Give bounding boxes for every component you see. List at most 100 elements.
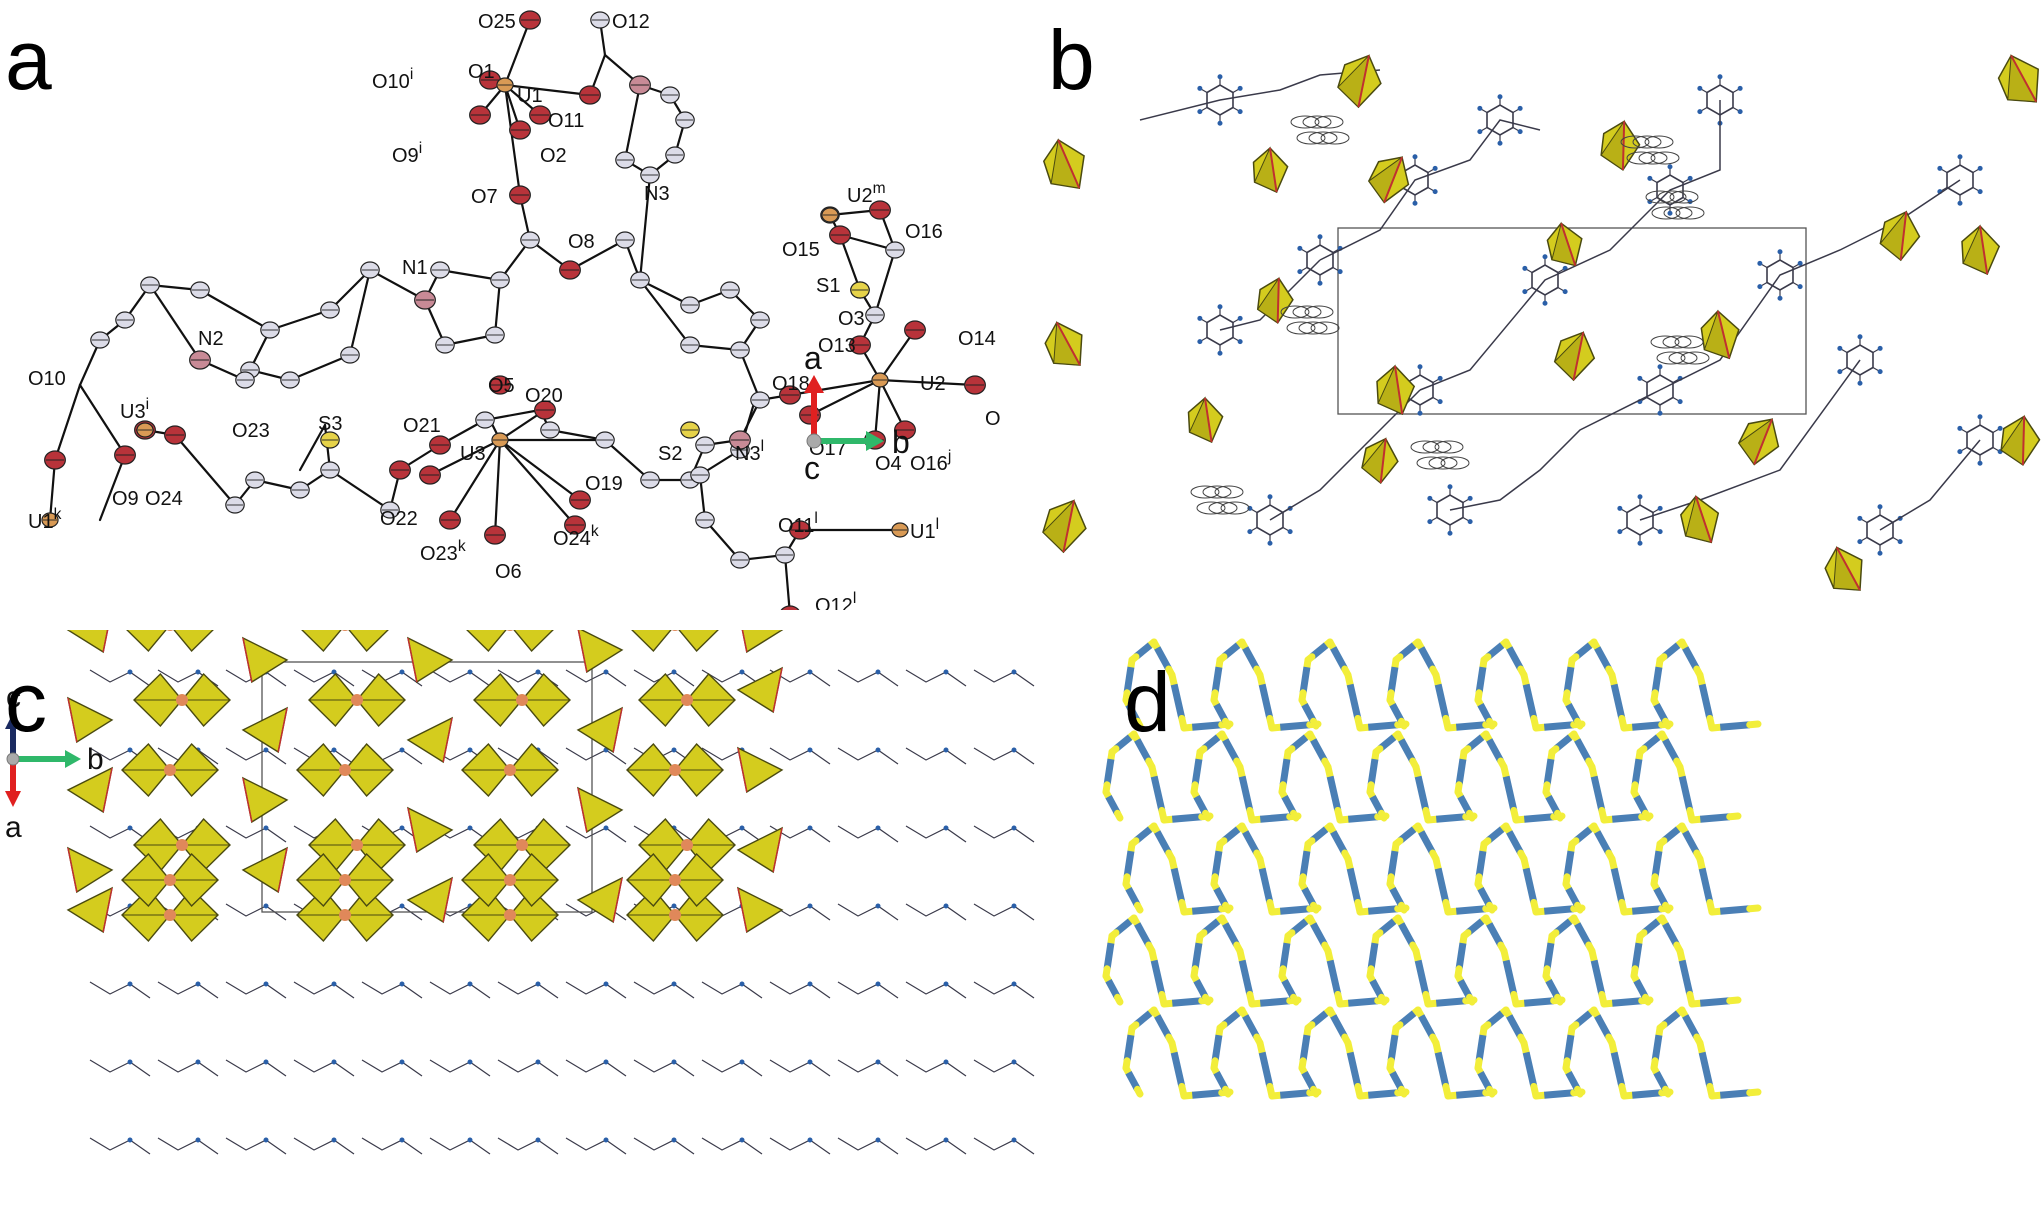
net-node-link <box>1410 1006 1422 1017</box>
nitrogen-atom <box>414 290 436 310</box>
net-node-link <box>1248 815 1264 824</box>
net-node-link <box>1268 1091 1284 1100</box>
carbon-atom <box>630 271 650 289</box>
panel-letter-a: a <box>5 13 52 107</box>
benzene-ring <box>1297 234 1343 286</box>
topological-net <box>1102 638 1762 1100</box>
uranyl-polyhedron <box>1337 54 1382 109</box>
axis-indicator-b: abc <box>804 340 910 486</box>
net-link <box>1211 666 1223 694</box>
net-link <box>1610 683 1626 720</box>
uranyl-polyhedron <box>67 846 114 894</box>
net-link <box>1123 666 1135 694</box>
net-node-link <box>1566 730 1578 741</box>
net-node-link <box>1303 840 1312 855</box>
net-node-link <box>1256 671 1266 689</box>
net-link <box>1594 1014 1612 1039</box>
oxygen-atom <box>489 375 511 395</box>
net-node-link <box>1444 907 1460 916</box>
net-link <box>1134 738 1152 763</box>
net-node-link <box>1573 901 1584 914</box>
net-link <box>1330 646 1348 671</box>
net-link <box>1522 683 1538 720</box>
net-node-link <box>1210 696 1221 709</box>
net-node-link <box>1256 1039 1266 1057</box>
net-node-link <box>1278 972 1289 985</box>
carbon-atom <box>245 471 265 489</box>
net-node-link <box>1309 1085 1320 1098</box>
net-link <box>1678 775 1694 812</box>
uranyl-polyhedron <box>736 666 783 714</box>
net-link <box>1631 758 1643 786</box>
uranyl-polyhedron <box>1737 417 1780 466</box>
net-node-link <box>1600 815 1616 824</box>
net-node-link <box>1696 671 1706 689</box>
net-node-link <box>1397 901 1408 914</box>
net-link <box>1367 758 1379 786</box>
net-node-link <box>1148 763 1158 781</box>
atom-label: O22 <box>380 508 418 530</box>
bond <box>493 278 502 337</box>
net-link <box>1610 867 1626 904</box>
carbon-atom <box>665 146 685 164</box>
carbon-atom <box>235 371 255 389</box>
net-link <box>1698 867 1714 904</box>
bond <box>808 378 882 417</box>
net-node-link <box>1676 763 1686 781</box>
oxygen-atom <box>164 425 186 445</box>
net-node-link <box>1424 815 1440 824</box>
net-node-link <box>1122 696 1133 709</box>
net-node-link <box>1214 914 1226 925</box>
net-node-link <box>1215 1024 1224 1039</box>
carbon-atom <box>540 421 560 439</box>
bond <box>638 173 652 282</box>
uranyl-polyhedron <box>737 746 784 794</box>
uranium-atom <box>871 372 889 388</box>
bond <box>53 383 82 462</box>
net-node-link <box>1371 748 1380 763</box>
oxygen-atom <box>964 375 986 395</box>
oxygen-atom <box>509 185 531 205</box>
oxygen-atom <box>564 515 586 535</box>
carbon-atom <box>640 471 660 489</box>
net-node-link <box>1168 855 1178 873</box>
net-link <box>1330 830 1348 855</box>
net-node-link <box>1298 880 1309 893</box>
net-node-link <box>1432 855 1442 873</box>
net-node-link <box>1620 1091 1636 1100</box>
bond <box>873 248 897 317</box>
carbon-atom <box>340 346 360 364</box>
net-node-link <box>1635 748 1644 763</box>
net-node-link <box>1302 730 1314 741</box>
net-node-link <box>1588 947 1598 965</box>
net-link <box>1662 738 1680 763</box>
benzene-ring <box>1757 249 1803 301</box>
bond <box>438 268 502 282</box>
net-link <box>1563 850 1575 878</box>
net-link <box>1259 813 1291 823</box>
net-node-link <box>1356 1091 1372 1100</box>
net-node-link <box>1122 880 1133 893</box>
net-node-link <box>1465 993 1476 1006</box>
bond <box>738 348 762 402</box>
net-node-link <box>1386 880 1397 893</box>
net-link <box>1171 997 1203 1007</box>
net-node-link <box>1485 717 1496 730</box>
net-link <box>1486 922 1504 947</box>
uranyl-polyhedron <box>1042 138 1085 189</box>
net-node-link <box>1236 947 1246 965</box>
uranyl-polyhedron <box>66 630 109 654</box>
net-link <box>1154 646 1172 671</box>
net-link <box>1651 850 1663 878</box>
carbon-atom <box>750 311 770 329</box>
net-node-link <box>1268 907 1284 916</box>
net-link <box>1310 738 1328 763</box>
net-link <box>1170 683 1186 720</box>
carbon-atom <box>690 466 710 484</box>
net-link <box>1682 646 1700 671</box>
net-node-link <box>1485 901 1496 914</box>
net-link <box>1502 959 1518 996</box>
net-link <box>1150 959 1166 996</box>
unit-cell <box>1337 227 1807 415</box>
